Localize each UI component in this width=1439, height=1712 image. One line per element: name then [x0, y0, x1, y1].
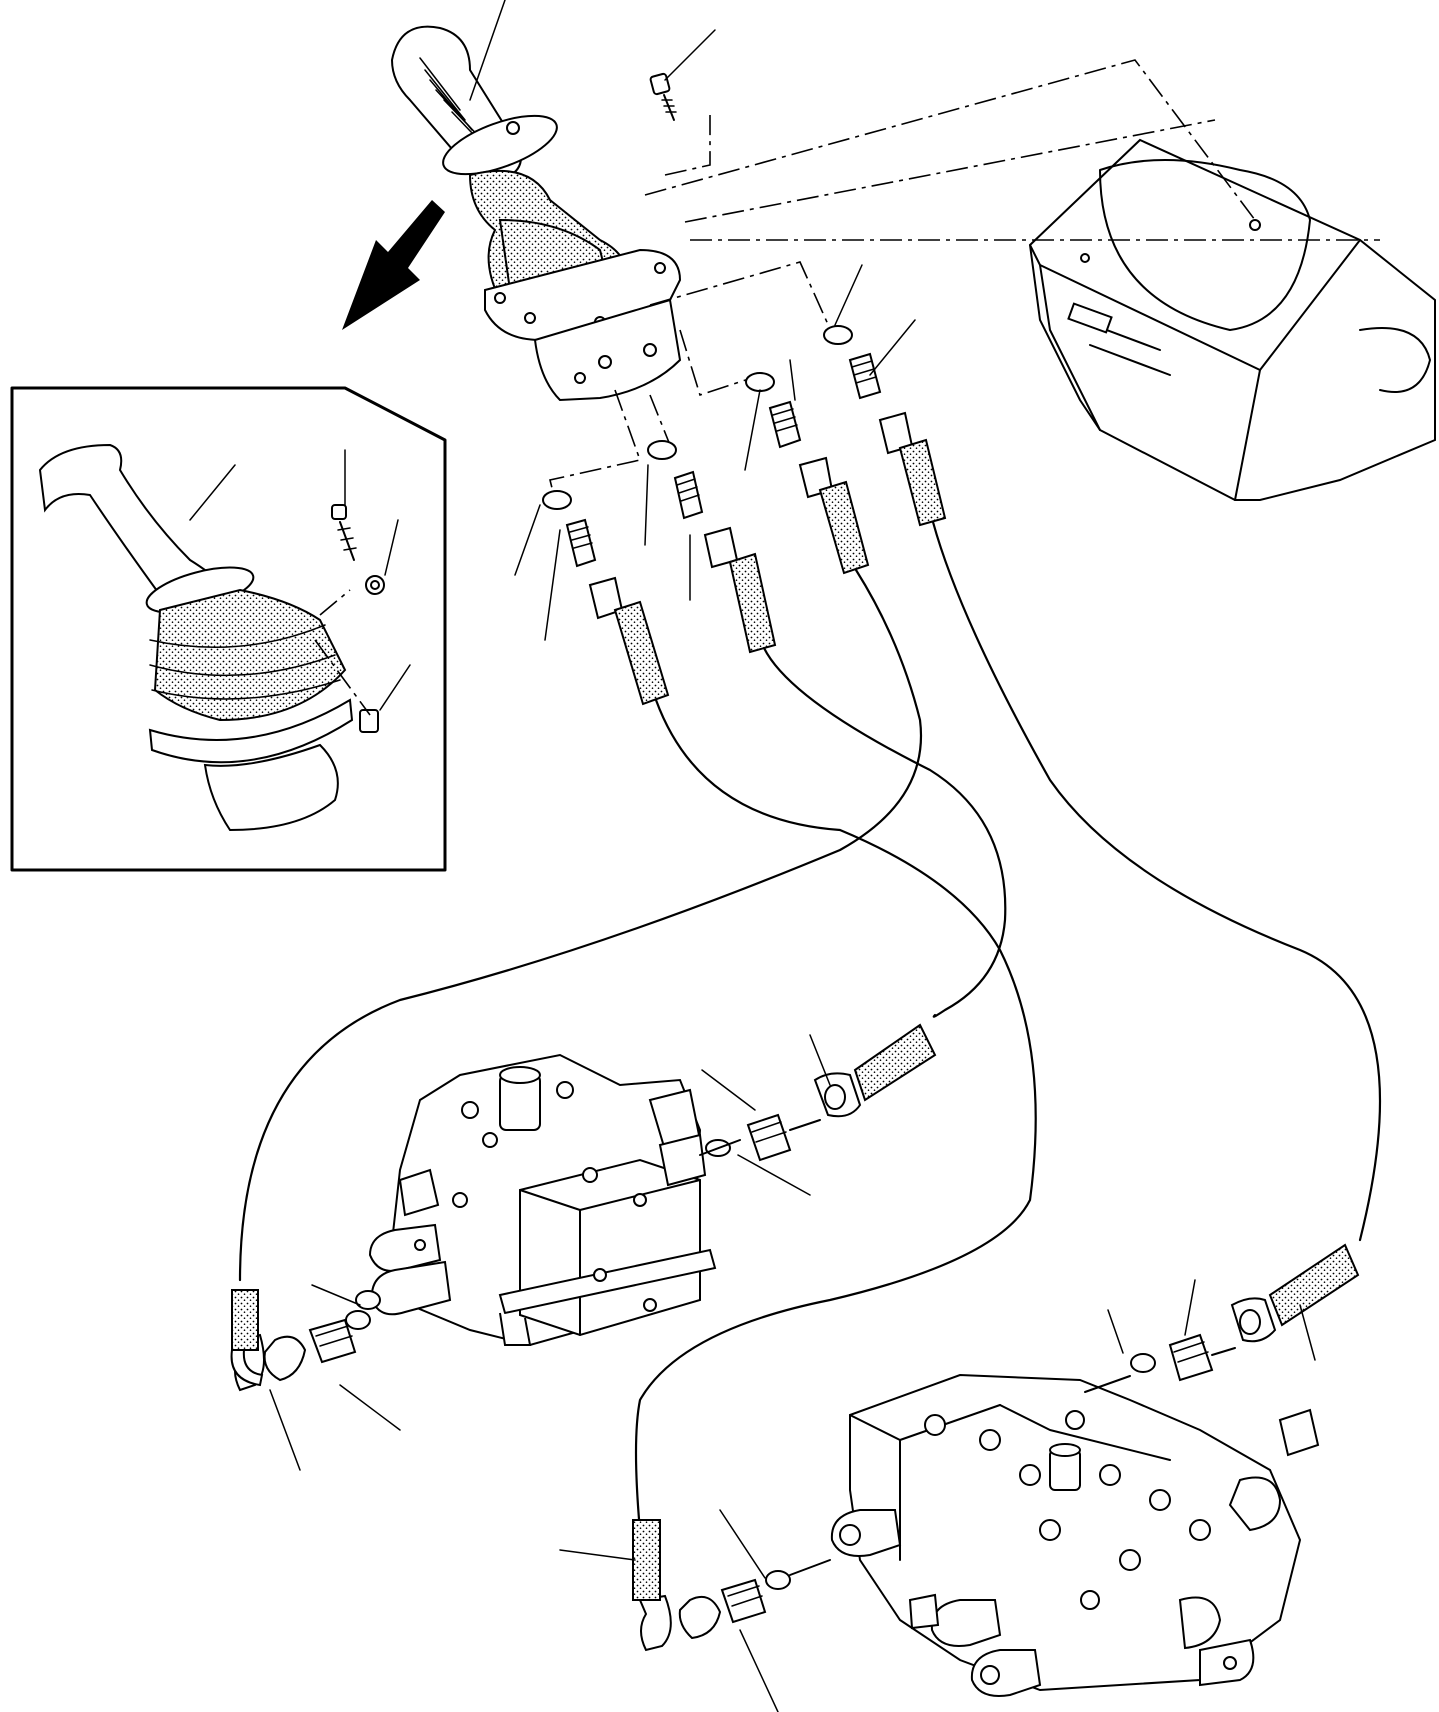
hose-fitting-set-2: [647, 440, 777, 654]
joystick-assembly: [390, 25, 682, 402]
upper-valve-right-fittings: [699, 1023, 937, 1162]
hydraulic-hoses: [238, 520, 1382, 1582]
hose-fitting-set-1: [542, 490, 670, 706]
control-valve-lower: [830, 1373, 1320, 1697]
cab-mounting-bracket: [1028, 138, 1436, 501]
hose-fitting-set-3: [745, 372, 870, 575]
upper-valve-left-fittings: [230, 1289, 381, 1392]
lower-valve-right-fittings: [1084, 1243, 1360, 1393]
lower-valve-left-fittings: [632, 1519, 831, 1652]
alternate-joystick-inset: [10, 386, 447, 872]
hose-fitting-set-4: [823, 325, 947, 527]
view-direction-arrow: [342, 200, 445, 330]
mounting-screw: [649, 72, 677, 121]
callout-leaders: [269, 0, 1316, 1712]
control-valve-upper: [368, 1053, 717, 1347]
joystick-handle: [390, 25, 558, 182]
